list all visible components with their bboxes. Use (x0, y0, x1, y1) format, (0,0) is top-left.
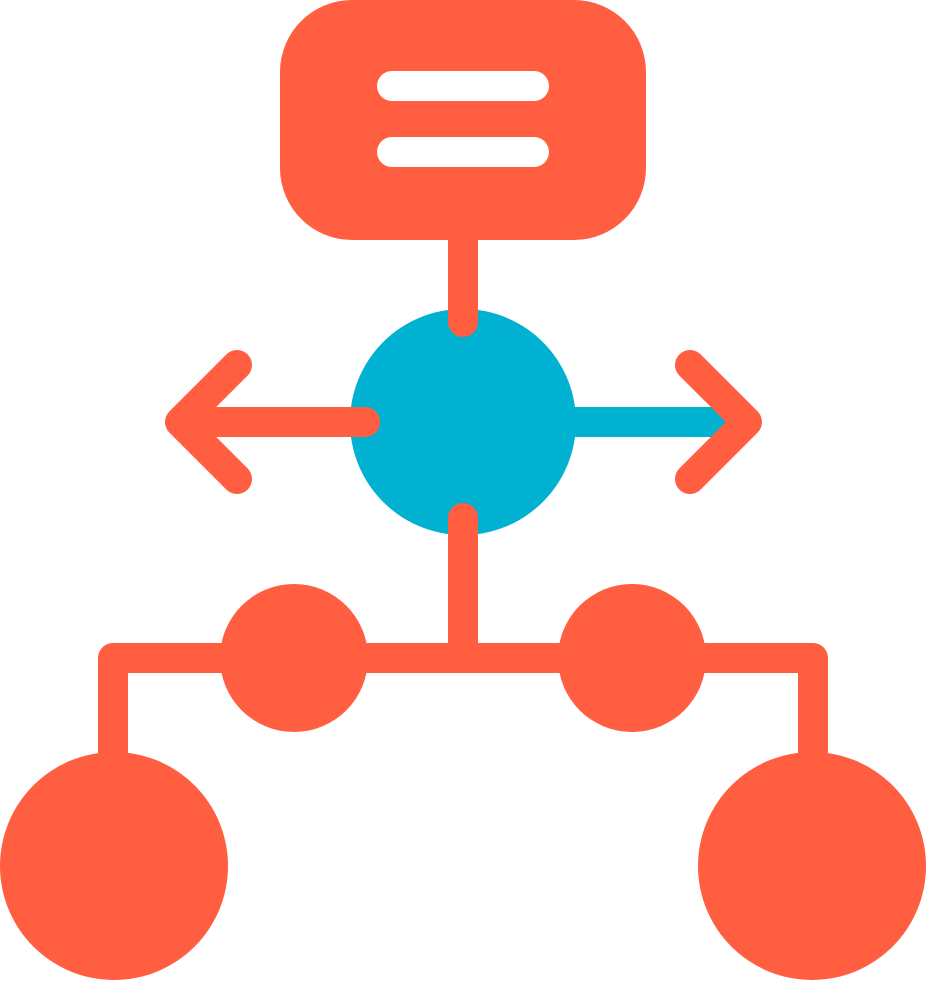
leaf-node-left (0, 752, 228, 980)
branch-bus-line (98, 643, 828, 775)
leaf-node-right (698, 752, 926, 980)
hub-node (350, 309, 576, 535)
left-arrow-head (165, 350, 252, 494)
branch-node-right (558, 584, 706, 732)
right-arrow-head (675, 350, 762, 494)
hub-stubs (325, 285, 478, 555)
document-node-icon (280, 0, 646, 240)
branch-node-left (220, 584, 368, 732)
